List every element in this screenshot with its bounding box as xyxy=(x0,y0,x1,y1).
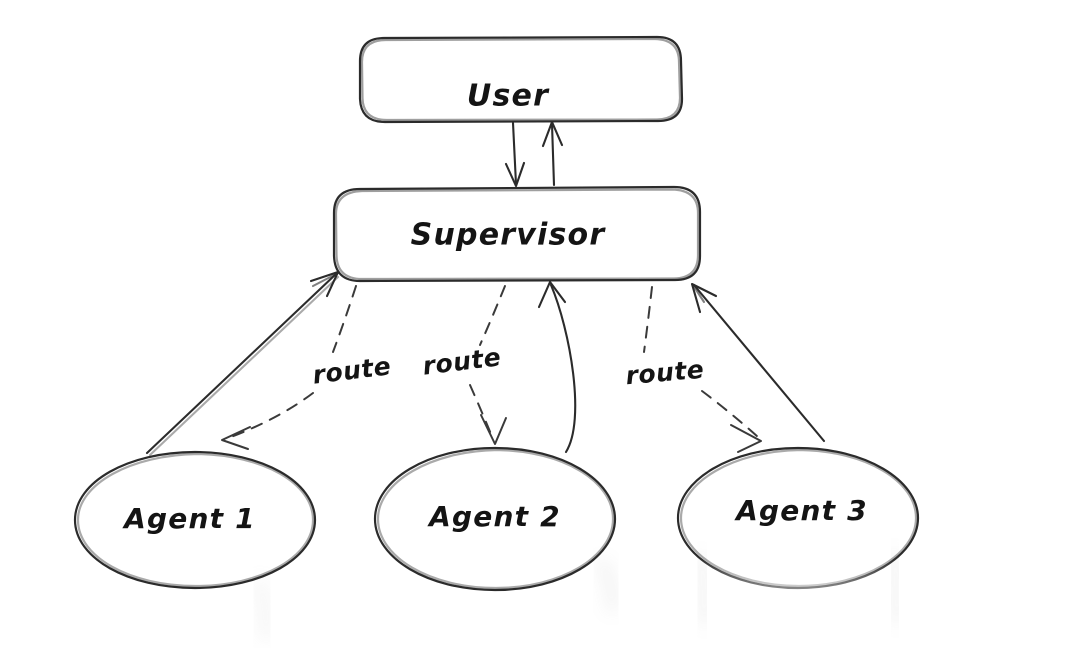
agent1-to-supervisor-arrowhead-extra xyxy=(311,271,340,288)
supervisor-to-agent1-arrowhead xyxy=(221,426,251,450)
agent2-label: Agent 2 xyxy=(427,500,561,533)
agent3-label: Agent 3 xyxy=(734,494,868,527)
supervisor-to-agent1-dash-upper xyxy=(332,285,357,353)
agent3-to-supervisor-arrowhead-extra xyxy=(691,283,706,304)
agent1-to-supervisor-line-second-pass xyxy=(148,275,340,457)
node-agent2[interactable]: Agent 2 xyxy=(373,446,617,592)
agent1-ellipse-outline-second-pass xyxy=(76,452,315,588)
agent2-ellipse-outline-second-pass xyxy=(376,448,615,590)
agent2-to-supervisor-arrowhead xyxy=(537,280,567,309)
edge-supervisor-to-agent3[interactable] xyxy=(643,286,762,453)
edge-agent2-to-supervisor[interactable] xyxy=(537,280,577,454)
route-label-3-text: route xyxy=(624,355,705,391)
supervisor-to-user-arrowhead xyxy=(541,120,564,148)
node-user[interactable]: User xyxy=(358,35,684,124)
supervisor-to-agent1-dash-lower xyxy=(230,392,314,438)
agent2-to-supervisor-curve xyxy=(549,283,577,454)
supervisor-to-agent2-dash-upper xyxy=(479,285,506,346)
supervisor-label: Supervisor xyxy=(411,218,607,253)
agent1-ellipse-outline xyxy=(73,450,317,590)
edge-label-route-2: route xyxy=(421,342,503,380)
supervisor-to-agent2-dash-lower xyxy=(469,384,494,440)
agent1-to-supervisor-line xyxy=(145,272,338,455)
agent2-ellipse-outline xyxy=(373,446,617,592)
edge-supervisor-to-agent1[interactable] xyxy=(221,285,357,450)
edge-supervisor-to-user[interactable] xyxy=(541,120,564,187)
agent3-ellipse-outline-second-pass xyxy=(679,448,918,588)
agent3-to-supervisor-arrowhead xyxy=(690,282,718,314)
edge-agent1-to-supervisor[interactable] xyxy=(145,270,340,457)
edge-label-route-1: route xyxy=(311,351,393,389)
supervisor-to-agent3-dash-upper xyxy=(643,286,653,353)
user-box-outline-second-pass xyxy=(360,37,682,122)
paper-smudges xyxy=(252,551,902,641)
agent1-label: Agent 1 xyxy=(122,502,256,535)
supervisor-to-agent3-arrowhead xyxy=(730,424,762,453)
user-to-supervisor-line xyxy=(511,121,518,186)
user-box-outline xyxy=(358,35,684,124)
supervisor-to-agent2-arrowhead xyxy=(480,414,507,445)
user-label: User xyxy=(467,79,550,114)
node-agent1[interactable]: Agent 1 xyxy=(73,450,317,590)
user-to-supervisor-arrowhead xyxy=(504,161,526,188)
supervisor-to-agent3-dash-lower xyxy=(701,390,759,438)
edge-label-route-3: route xyxy=(624,355,705,391)
supervisor-box-outline xyxy=(332,185,702,283)
node-agent3[interactable]: Agent 3 xyxy=(676,446,920,590)
edge-supervisor-to-agent2[interactable] xyxy=(469,285,507,445)
edge-user-to-supervisor[interactable] xyxy=(504,121,526,188)
supervisor-box-outline-second-pass xyxy=(334,188,700,281)
supervisor-to-user-line xyxy=(550,122,556,187)
agent3-ellipse-outline xyxy=(676,446,920,590)
edge-agent3-to-supervisor[interactable] xyxy=(690,282,826,443)
agent3-to-supervisor-line xyxy=(692,283,826,443)
node-supervisor[interactable]: Supervisor xyxy=(332,185,702,283)
route-label-1-text: route xyxy=(311,351,393,389)
route-label-2-text: route xyxy=(421,342,503,380)
